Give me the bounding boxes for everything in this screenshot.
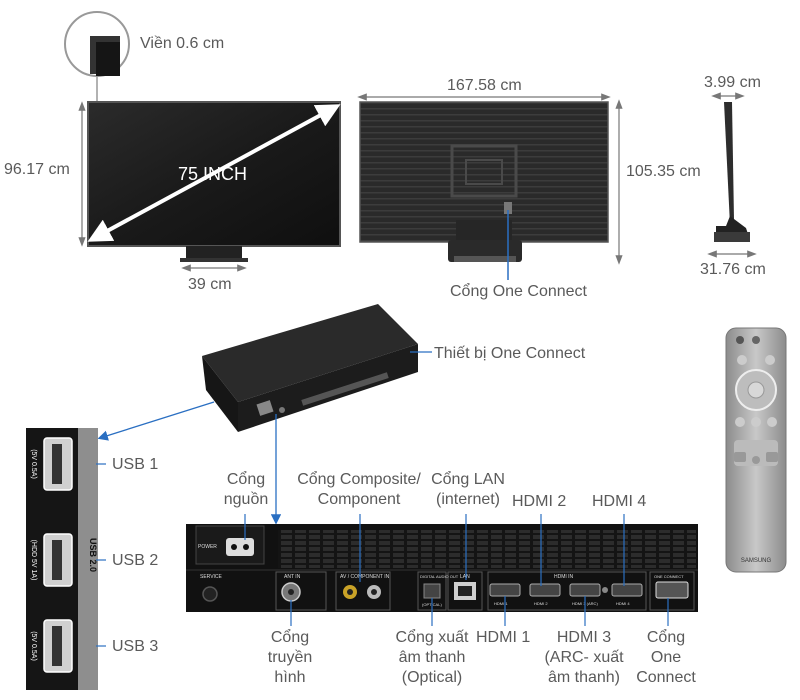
- side-depth-top-label: 3.99 cm: [704, 74, 761, 91]
- hdmi3-label: HDMI 3 (ARC- xuất âm thanh): [544, 629, 624, 686]
- one-connect-box: [202, 304, 432, 432]
- side-depth-bottom-label: 31.76 cm: [700, 261, 766, 278]
- front-height-label: 96.17 cm: [4, 161, 70, 178]
- usb2-label: USB 2: [112, 552, 159, 569]
- bezel-label: Viền 0.6 cm: [140, 35, 225, 52]
- usb3-label: USB 3: [112, 638, 159, 655]
- port-callout-lines: [244, 514, 669, 626]
- print-digital-audio: DIGITAL AUDIO OUT: [420, 574, 459, 579]
- print-hdmi4: HDMI 4: [616, 601, 630, 606]
- hdmi1-label: HDMI 1: [476, 629, 531, 646]
- usb-port-1-spec: (5V 0.5A): [30, 449, 37, 479]
- print-power: POWER: [198, 544, 217, 550]
- remote-control: SAMSUNG: [725, 327, 787, 573]
- hdmi4-label: HDMI 4: [592, 493, 647, 510]
- print-one-connect: ONE CONNECT: [654, 574, 684, 579]
- usb1-label: USB 1: [112, 456, 159, 473]
- optical-port-label: Cổng xuất âm thanh (Optical): [395, 629, 469, 686]
- hdmi2-label: HDMI 2: [512, 493, 567, 510]
- antenna-port-label: Cổng truyền hình: [267, 629, 313, 686]
- print-service: SERVICE: [200, 574, 223, 580]
- usb-panel-title: USB 2.0: [88, 538, 98, 572]
- usb-port-1: [43, 437, 73, 491]
- tv-back: [359, 101, 609, 280]
- print-hdmi2: HDMI 2: [534, 601, 548, 606]
- usb-port-3: [43, 619, 73, 673]
- usb-panel: (5V 0.5A) (HDD 5V 1A) (5V 0.5A) USB 2.0: [26, 428, 106, 690]
- remote-brand: SAMSUNG: [741, 558, 772, 564]
- tv-front: [87, 101, 341, 262]
- tv-side: [714, 102, 750, 242]
- usb-port-2-spec: (HDD 5V 1A): [30, 540, 37, 581]
- lan-port-label: Cổng LAN (internet): [431, 471, 505, 508]
- print-ant-in: ANT IN: [284, 574, 301, 580]
- usb-pointer-arrow: [97, 401, 215, 441]
- one-connect-label: Cổng One Connect: [636, 629, 696, 686]
- print-lan: LAN: [460, 574, 470, 580]
- rear-connection-panel: [186, 524, 698, 612]
- print-av-in: AV / COMPONENT IN: [340, 574, 390, 580]
- screen-size-label: 75 INCH: [178, 164, 248, 184]
- one-connect-device-label: Thiết bị One Connect: [434, 345, 586, 362]
- back-width-label: 167.58 cm: [447, 77, 522, 94]
- print-hdmi1: HDMI 1: [494, 601, 508, 606]
- one-connect-port-label: Cổng One Connect: [450, 283, 587, 300]
- power-port-label: Cổng nguồn: [223, 471, 269, 508]
- stand-width-label: 39 cm: [188, 276, 232, 293]
- usb-port-2: [43, 533, 73, 587]
- composite-port-label: Cổng Composite/ Component: [297, 471, 421, 508]
- bezel-zoom: [64, 11, 130, 102]
- print-hdmi-in: HDMI IN: [554, 574, 574, 580]
- back-height-label: 105.35 cm: [626, 163, 701, 180]
- usb-port-3-spec: (5V 0.5A): [30, 631, 37, 661]
